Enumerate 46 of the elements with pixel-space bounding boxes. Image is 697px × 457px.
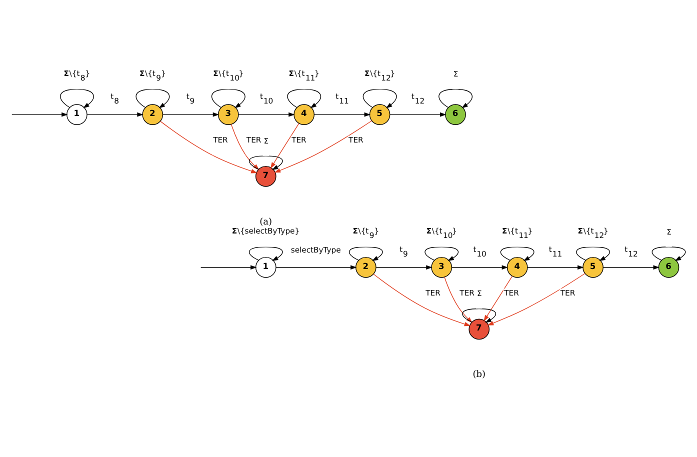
arrow — [424, 246, 459, 261]
arrow — [652, 246, 686, 261]
arrow — [160, 120, 258, 174]
node-circle: 1 — [66, 104, 88, 125]
arrow — [602, 265, 660, 270]
arrow — [376, 265, 432, 270]
label: (a) — [260, 217, 272, 228]
node-circle: 5 — [582, 256, 604, 278]
arrow — [487, 273, 586, 326]
arrow — [276, 265, 357, 270]
arrow — [314, 112, 371, 117]
arrow — [248, 246, 283, 261]
arrow — [162, 112, 220, 117]
arrow — [287, 88, 321, 108]
arrow — [348, 246, 383, 261]
node-circle: 2 — [142, 104, 164, 125]
arrow — [451, 265, 508, 270]
node-circle: 4 — [506, 256, 528, 278]
arrow — [86, 112, 144, 117]
node-circle: 4 — [294, 104, 314, 125]
node-circle: 6 — [658, 256, 680, 278]
arrow — [500, 246, 534, 261]
node-circle: 2 — [355, 256, 376, 278]
arrow — [576, 246, 610, 261]
arrow — [200, 265, 257, 270]
node-circle: 6 — [445, 104, 466, 125]
node-circle: 3 — [218, 104, 239, 125]
arrow — [438, 88, 472, 108]
node-circle: 7 — [468, 318, 490, 340]
node-circle: 1 — [255, 256, 276, 278]
arrow — [373, 274, 471, 326]
arrow — [136, 88, 170, 108]
arrow — [390, 112, 446, 117]
arrow — [238, 112, 295, 117]
arrow — [270, 123, 300, 169]
node-circle: 5 — [369, 104, 390, 125]
arrow — [362, 88, 397, 108]
node-circle: 3 — [431, 256, 452, 278]
arrow — [274, 120, 372, 173]
arrow — [60, 88, 94, 108]
label: (b) — [472, 370, 486, 380]
arrow — [484, 276, 513, 322]
arrow — [12, 112, 68, 117]
arrow — [211, 88, 246, 108]
arrow — [527, 265, 584, 270]
node-circle: 7 — [255, 166, 276, 187]
